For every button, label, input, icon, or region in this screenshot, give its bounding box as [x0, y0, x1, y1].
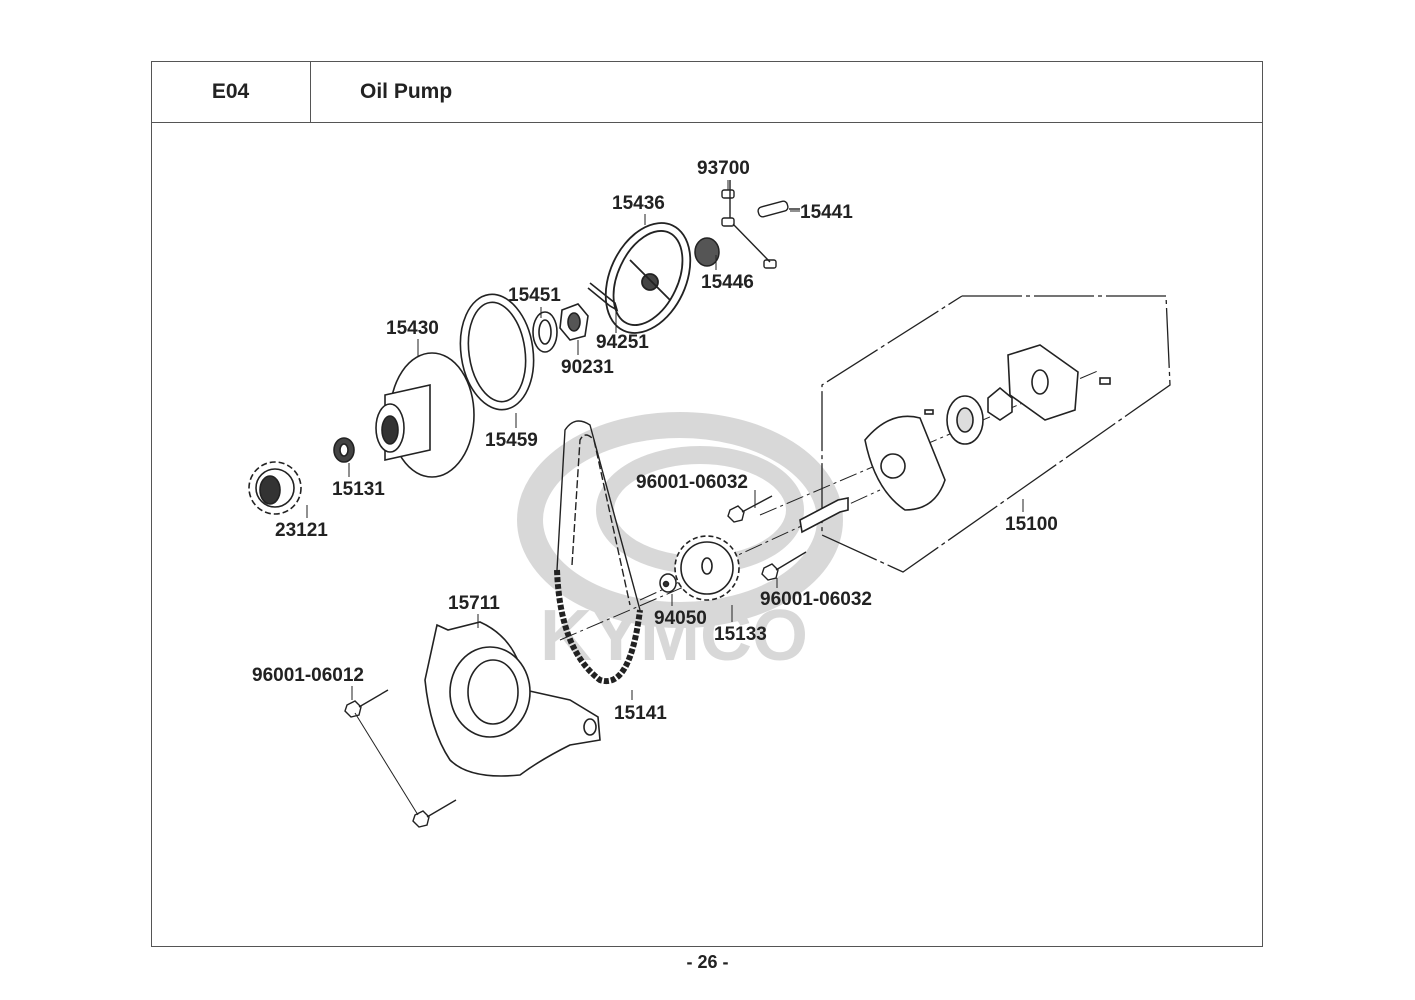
- part-label-15441: 15441: [800, 202, 853, 223]
- cover-15711-icon: [424, 621, 601, 777]
- part-label-94251: 94251: [596, 332, 649, 353]
- sprocket-15133-icon: [674, 535, 740, 601]
- kymco-watermark: KYMCO: [517, 412, 843, 676]
- part-label-94050: 94050: [654, 608, 707, 629]
- bolt-96001-06032-upper-icon: [727, 495, 773, 523]
- rotor-15436-icon: [604, 222, 692, 334]
- collar-15131-icon: [333, 437, 355, 463]
- cotter-pin-94251-icon: [587, 282, 619, 312]
- part-label-96001-06032-lower: 96001-06032: [760, 589, 872, 610]
- part-label-15100: 15100: [1005, 514, 1058, 535]
- part-label-15446: 15446: [701, 272, 754, 293]
- page-title: Oil Pump: [310, 61, 1263, 123]
- page-number: - 26 -: [686, 952, 729, 972]
- leader-lines: [306, 180, 1024, 700]
- bolt-96001-06032-lower-icon: [761, 551, 807, 581]
- assembly-15100-outline: [821, 295, 1171, 573]
- part-label-15436: 15436: [612, 193, 665, 214]
- part-label-90231: 90231: [561, 357, 614, 378]
- section-code: E04: [151, 61, 311, 123]
- part-label-96001-06032-upper: 96001-06032: [636, 472, 748, 493]
- flange-15430-icon: [375, 352, 475, 478]
- pin-15441-icon: [757, 200, 800, 218]
- part-label-15133: 15133: [714, 624, 767, 645]
- nut-90231-icon: [559, 303, 589, 341]
- collar-94050-icon: [659, 573, 677, 593]
- part-label-15141: 15141: [614, 703, 667, 724]
- part-label-15131: 15131: [332, 479, 385, 500]
- part-label-93700: 93700: [697, 158, 750, 179]
- part-label-96001-06012: 96001-06012: [252, 665, 364, 686]
- oil-pump-15100-icon: [799, 344, 1111, 534]
- part-labels: 93700 15441 15436 15446 15451 94251 9023…: [252, 158, 1058, 724]
- part-label-15459: 15459: [485, 430, 538, 451]
- gasket-15459-icon: [459, 293, 535, 411]
- diagram-frame: [151, 61, 1263, 947]
- spring-15446-icon: [694, 237, 720, 267]
- part-label-15430: 15430: [386, 318, 439, 339]
- part-label-23121: 23121: [275, 520, 328, 541]
- bolt-96001-06012-icon: [344, 689, 457, 828]
- washer-15451-icon: [532, 311, 558, 353]
- screw-93700-icon: [721, 180, 777, 269]
- part-label-15711: 15711: [448, 593, 500, 614]
- chain-15141-icon: [554, 420, 643, 685]
- part-label-15451: 15451: [508, 285, 561, 306]
- gear-23121-icon: [248, 461, 302, 515]
